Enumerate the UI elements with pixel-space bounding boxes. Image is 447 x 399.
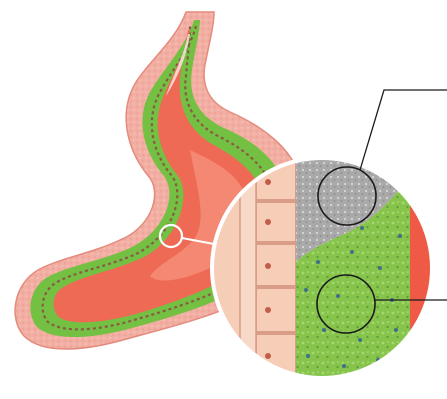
leader-line-top bbox=[360, 90, 447, 170]
lumen-edge bbox=[410, 150, 447, 390]
